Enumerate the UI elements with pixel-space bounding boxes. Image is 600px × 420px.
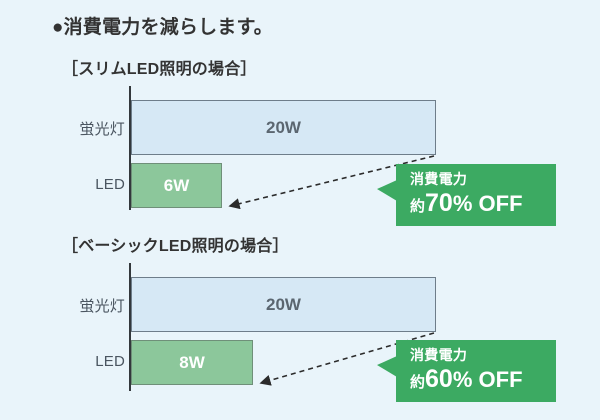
badge-savings-basic: 消費電力 約60% OFF	[377, 340, 556, 403]
chart2-bar-led-value: 8W	[179, 352, 205, 372]
badge-savings-basic-caption: 消費電力	[410, 347, 468, 363]
chart2-y-axis	[129, 263, 131, 391]
chart1-category-label-led: LED	[95, 176, 125, 193]
section-heading-basic: ［ベーシックLED照明の場合］	[62, 238, 289, 255]
badge-savings-slim-unit: %	[452, 191, 473, 217]
badge-savings-basic-value: 約60% OFF	[410, 364, 542, 394]
chart2-bar-led: 8W	[131, 340, 253, 385]
badge-savings-basic-suffix: OFF	[478, 367, 523, 393]
chart1-bar-fluorescent: 20W	[131, 100, 436, 155]
chart1-category-label-fluorescent: 蛍光灯	[79, 121, 125, 138]
chart1-bar-led: 6W	[131, 163, 222, 208]
chart2-category-label-fluorescent: 蛍光灯	[79, 298, 125, 315]
chart2-bar-fluorescent-value: 20W	[266, 294, 301, 314]
chart1-y-axis	[129, 86, 131, 210]
badge-savings-slim: 消費電力 約70% OFF	[377, 164, 556, 227]
chart1-bar-led-value: 6W	[163, 175, 190, 195]
chart2-bar-fluorescent: 20W	[131, 277, 436, 332]
badge-savings-slim-caption: 消費電力	[410, 171, 468, 187]
badge-savings-basic-prefix: 約	[410, 374, 426, 392]
badge-savings-slim-number: 70	[425, 189, 453, 218]
badge-savings-basic-unit: %	[452, 367, 473, 393]
badge-savings-slim-value: 約70% OFF	[410, 188, 542, 218]
badge-savings-slim-prefix: 約	[410, 198, 426, 216]
badge-savings-basic-number: 60	[425, 365, 453, 394]
section-heading-slim: ［スリムLED照明の場合］	[62, 61, 257, 78]
badge-savings-slim-suffix: OFF	[478, 191, 523, 217]
page-title: ●消費電力を減らします。	[52, 17, 273, 38]
chart1-bar-fluorescent-value: 20W	[266, 117, 301, 137]
chart2-category-label-led: LED	[95, 353, 125, 370]
